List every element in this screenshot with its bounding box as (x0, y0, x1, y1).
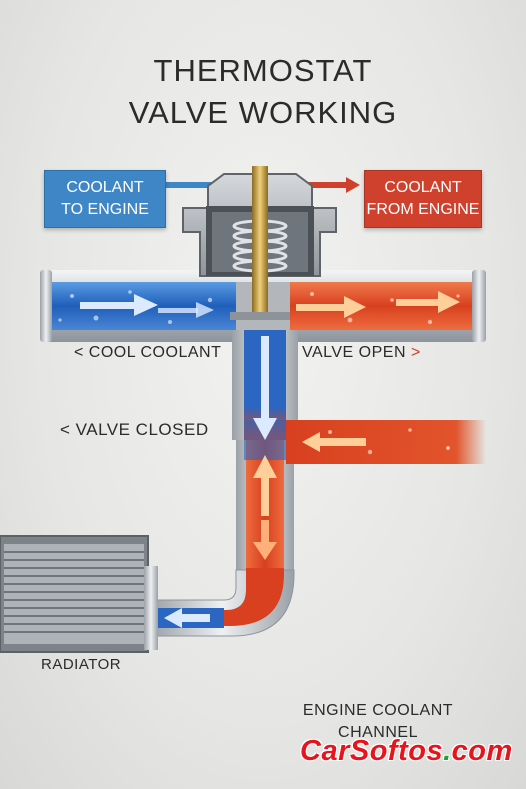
coolant-to-engine-box: COOLANT TO ENGINE (44, 170, 166, 228)
arrow-left-icon (164, 608, 210, 628)
engine-coolant-channel-label: ENGINE COOLANT CHANNEL (266, 700, 490, 744)
coolant-from-engine-line2: FROM ENGINE (366, 201, 480, 218)
valve-open-label: VALVE OPEN > (302, 344, 421, 362)
coolant-to-engine-line2: TO ENGINE (61, 201, 149, 218)
arrow-right-icon (296, 291, 460, 318)
chevron-right-icon: > (410, 344, 421, 361)
valve-stem (252, 186, 268, 318)
chevron-left-icon: < (74, 344, 84, 361)
arrow-left-icon (302, 432, 366, 452)
arrow-down-icon (253, 336, 277, 440)
valve-open-text: VALVE OPEN (302, 344, 406, 361)
diagram-title-line1: THERMOSTAT (153, 53, 373, 88)
valve-closed-label: < VALVE CLOSED (60, 420, 209, 440)
valve-closed-text: VALVE CLOSED (75, 420, 209, 439)
arrow-up-icon (253, 455, 277, 516)
cool-coolant-label: < COOL COOLANT (74, 344, 221, 362)
cool-coolant-text: COOL COOLANT (88, 344, 222, 361)
diagram-title-line2: VALVE WORKING (128, 95, 398, 130)
coolant-to-engine-line1: COOLANT (66, 179, 144, 196)
coolant-from-engine-box: COOLANT FROM ENGINE (364, 170, 482, 228)
arrow-down-icon (253, 520, 277, 560)
watermark-tld: com (451, 735, 513, 767)
arrow-right-icon (80, 294, 214, 318)
chevron-left-icon: < (60, 420, 71, 439)
engine-channel-line2: CHANNEL (338, 724, 418, 741)
watermark-dot: . (443, 735, 452, 767)
brand-watermark: CarSoftos.com (300, 735, 513, 768)
coolant-from-engine-line1: COOLANT (384, 179, 462, 196)
radiator-icon (0, 535, 158, 653)
arrow-from-engine-icon (296, 177, 360, 193)
engine-channel-line1: ENGINE COOLANT (302, 702, 454, 719)
radiator-label: RADIATOR (41, 656, 122, 673)
watermark-brand: CarSoftos (300, 735, 444, 767)
